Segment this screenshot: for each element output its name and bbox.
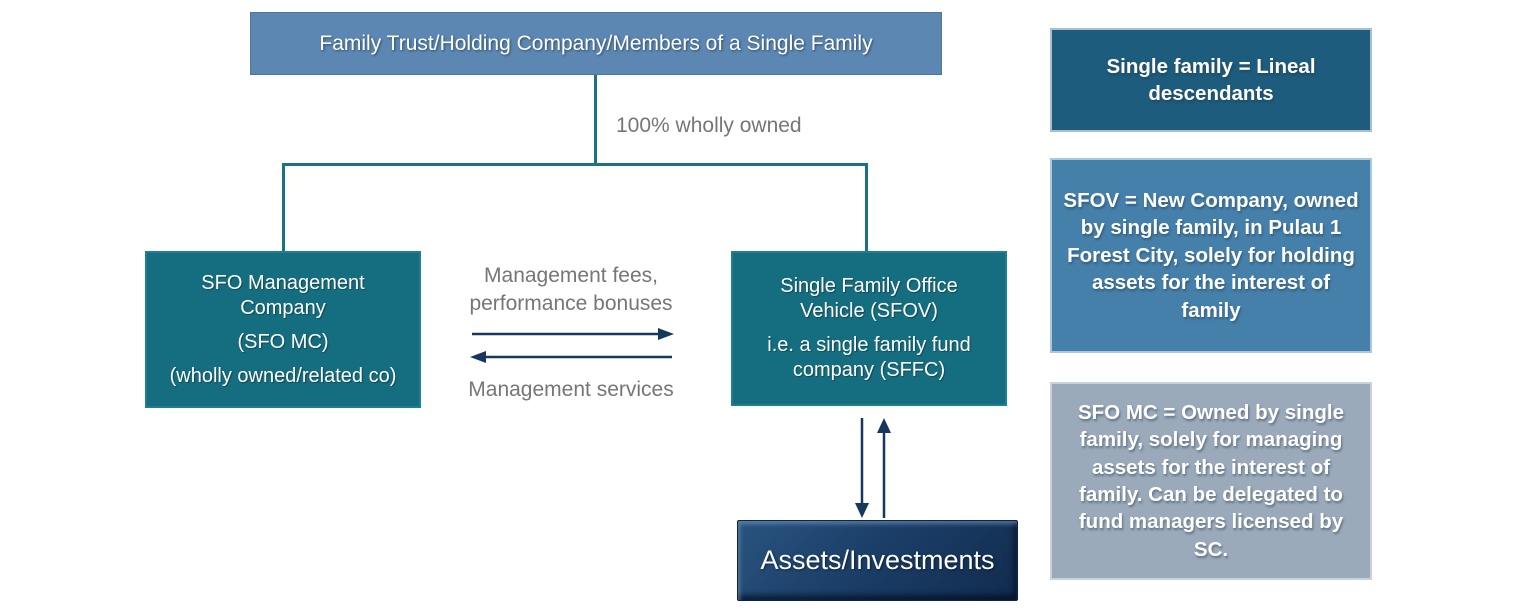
connector-right-vertical — [865, 163, 868, 251]
sfo-mc-abbrev: (SFO MC) — [237, 330, 329, 353]
connector-horizontal — [282, 163, 868, 166]
management-services-label: Management services — [468, 378, 674, 401]
arrow-up-icon — [877, 418, 891, 518]
sfo-mc-title: SFO Management Company — [201, 271, 365, 319]
sfo-mc-note: (wholly owned/related co) — [169, 364, 397, 387]
note-single-family: Single family = Lineal descendants — [1050, 28, 1372, 132]
management-fees-label: Management fees, performance bonuses — [469, 264, 673, 316]
assets-investments-box: Assets/Investments — [737, 520, 1018, 601]
arrow-down-icon — [855, 418, 869, 518]
arrow-left-icon — [470, 351, 672, 363]
note-sfov-text: SFOV = New Company, owned by single fami… — [1063, 188, 1359, 322]
family-trust-box: Family Trust/Holding Company/Members of … — [250, 12, 942, 75]
sfo-mc-box: SFO Management Company (SFO MC) (wholly … — [145, 251, 421, 408]
connector-top-vertical — [594, 75, 597, 166]
family-trust-label: Family Trust/Holding Company/Members of … — [319, 31, 873, 55]
arrow-right-icon — [472, 328, 674, 340]
assets-investments-label: Assets/Investments — [760, 545, 995, 575]
ownership-label: 100% wholly owned — [616, 114, 802, 137]
note-sfo-mc: SFO MC = Owned by single family, solely … — [1050, 382, 1372, 580]
connector-left-vertical — [282, 163, 285, 251]
sfov-title: Single Family Office Vehicle (SFOV) — [780, 275, 958, 322]
sfov-subtitle: i.e. a single family fund company (SFFC) — [767, 334, 971, 381]
note-sfo-mc-text: SFO MC = Owned by single family, solely … — [1078, 400, 1344, 561]
note-single-family-text: Single family = Lineal descendants — [1106, 54, 1316, 105]
sfov-box: Single Family Office Vehicle (SFOV) i.e.… — [731, 251, 1007, 406]
note-sfov: SFOV = New Company, owned by single fami… — [1050, 158, 1372, 353]
